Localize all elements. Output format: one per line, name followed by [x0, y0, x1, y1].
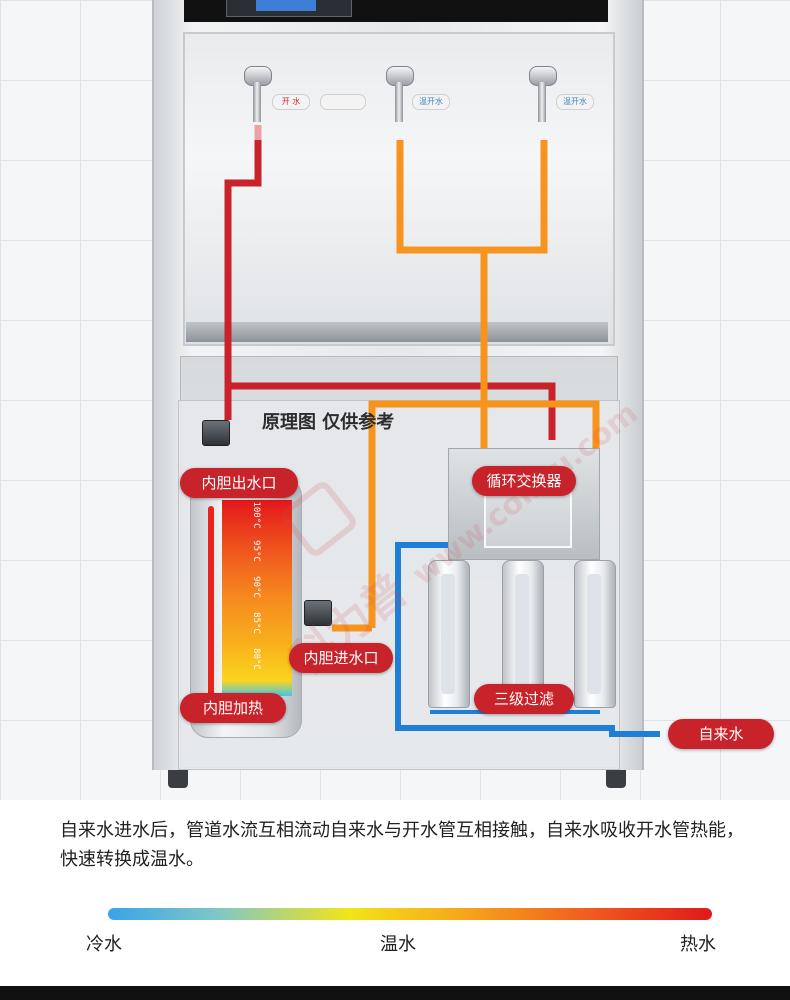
label-tap-water: 自来水	[668, 719, 774, 749]
hot-water-faucet	[244, 66, 272, 124]
drip-tray	[186, 322, 608, 342]
label-heat-exchanger: 循环交换器	[472, 466, 576, 496]
tank-temperature-window	[222, 500, 292, 696]
tank-temp-2: 95°C	[251, 540, 261, 562]
warm-pipe-loop	[368, 400, 600, 628]
diagram-title: 原理图 仅供参考	[262, 412, 395, 433]
pipe-diagram	[224, 125, 660, 737]
label-tank-inlet: 内胆进水口	[289, 643, 393, 673]
temperature-gradient-bar	[108, 908, 712, 920]
tank-temp-4: 85°C	[251, 612, 261, 634]
filter-core-3	[587, 574, 601, 694]
cold-pipe	[395, 542, 660, 737]
inlet-valve	[304, 600, 332, 626]
scale-label-cold: 冷水	[86, 934, 122, 955]
description-caption: 自来水进水后，管道水流互相流动自来水与开水管互相接触，自来水吸收开水管热能，快速…	[60, 820, 744, 870]
foot-right	[606, 770, 626, 788]
warm-water-faucet-2	[529, 66, 557, 124]
tank-heating-element	[208, 506, 214, 696]
faucet-tag-warm-1: 温开水	[412, 94, 450, 110]
scale-label-hot: 热水	[680, 934, 716, 955]
label-filtration: 三级过滤	[474, 684, 574, 714]
footer-band	[0, 986, 790, 1000]
outlet-valve	[202, 420, 230, 446]
label-tank-heating: 内胆加热	[180, 693, 286, 723]
tank-temp-3: 90°C	[251, 576, 261, 598]
warm-water-faucet-1	[386, 66, 414, 124]
faucet-tag-warm-2: 温开水	[556, 94, 594, 110]
foot-left	[168, 770, 188, 788]
filter-core-2	[515, 574, 529, 694]
heat-exchanger-window	[484, 488, 572, 548]
scale-label-warm: 温水	[380, 934, 416, 955]
warm-pipe-left	[396, 140, 548, 254]
tank-temp-1: 100°C	[251, 501, 261, 529]
filter-core-1	[441, 574, 455, 694]
display-screen	[256, 0, 316, 11]
label-tank-outlet: 内胆出水口	[180, 468, 298, 498]
faucet-tag-hot: 开 水	[272, 94, 310, 110]
faucet-tag-middle	[320, 94, 366, 110]
tank-temp-5: 80°C	[251, 648, 261, 670]
hot-pipe	[224, 138, 556, 440]
